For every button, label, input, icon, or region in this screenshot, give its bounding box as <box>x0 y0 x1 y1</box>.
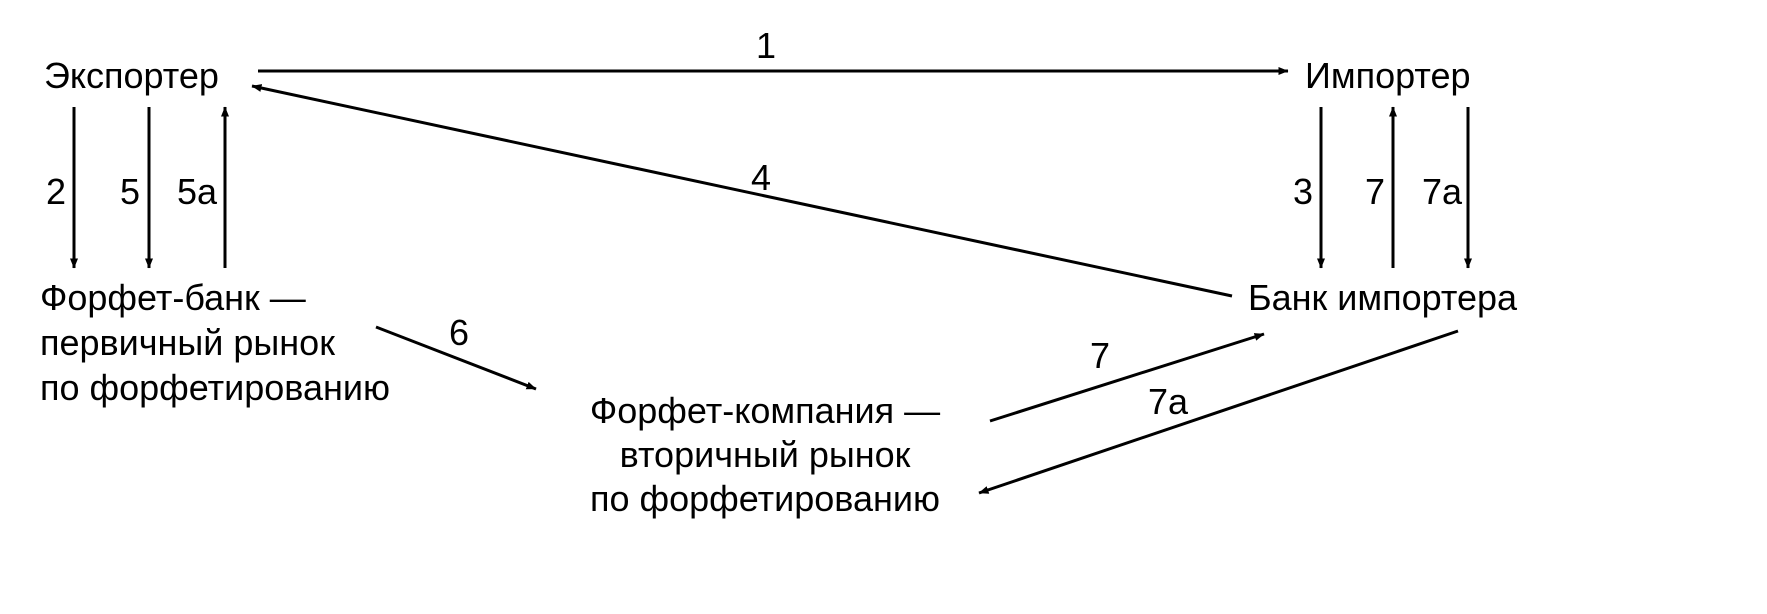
edge-6: 6 <box>375 312 537 391</box>
edge-5a-label: 5a <box>177 171 218 212</box>
node-forfeit-bank: Форфет-банк — первичный рынок по форфети… <box>40 277 390 408</box>
edge-7a-importer: 7a <box>1422 107 1472 269</box>
node-forfeit-company-line-1: Форфет-компания — <box>590 390 940 431</box>
edge-2: 2 <box>46 107 78 269</box>
edge-6-arrow <box>375 325 537 391</box>
node-forfeit-company: Форфет-компания — вторичный рынок по фор… <box>590 390 940 519</box>
edge-6-label: 6 <box>449 312 469 353</box>
edge-7-importer: 7 <box>1365 106 1397 268</box>
edge-5a: 5a <box>177 106 229 268</box>
edge-5: 5 <box>120 107 153 269</box>
edge-4-arrow <box>251 84 1233 298</box>
node-importer: Импортер <box>1305 55 1471 96</box>
node-exporter-label: Экспортер <box>44 55 219 96</box>
edge-7a-company: 7a <box>978 329 1459 495</box>
edge-4-label: 4 <box>751 157 771 198</box>
node-forfeit-bank-line-1: Форфет-банк — <box>40 277 306 318</box>
edge-3: 3 <box>1293 107 1325 269</box>
node-exporter: Экспортер <box>44 55 219 96</box>
edge-5-label: 5 <box>120 171 140 212</box>
node-importer-label: Импортер <box>1305 55 1471 96</box>
edge-7a-company-arrow <box>978 329 1459 495</box>
edge-3-label: 3 <box>1293 171 1313 212</box>
edge-7a-company-label: 7a <box>1148 381 1189 422</box>
edge-1: 1 <box>258 25 1289 75</box>
node-importer-bank: Банк импортера <box>1248 277 1518 318</box>
edge-7-importer-label: 7 <box>1365 171 1385 212</box>
node-forfeit-company-line-3: по форфетированию <box>590 478 940 519</box>
node-forfeit-bank-line-2: первичный рынок <box>40 322 335 363</box>
node-forfeit-company-line-2: вторичный рынок <box>620 434 911 475</box>
edge-7a-importer-label: 7a <box>1422 171 1463 212</box>
edge-7-company-arrow <box>989 332 1265 423</box>
edge-7-company: 7 <box>989 332 1265 423</box>
node-importer-bank-label: Банк импортера <box>1248 277 1518 318</box>
edge-2-label: 2 <box>46 171 66 212</box>
edge-1-label: 1 <box>756 25 776 66</box>
edge-7-company-label: 7 <box>1090 335 1110 376</box>
node-forfeit-bank-line-3: по форфетированию <box>40 367 390 408</box>
edge-4: 4 <box>251 84 1233 298</box>
